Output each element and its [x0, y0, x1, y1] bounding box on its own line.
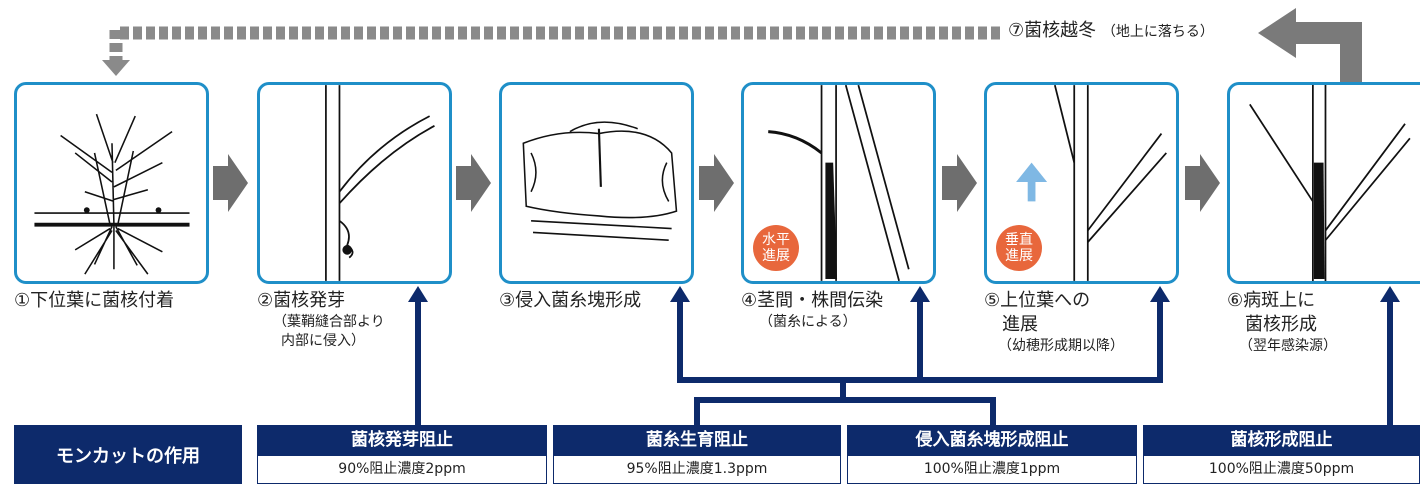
- stage-6-title-2: 菌核形成: [1245, 314, 1317, 335]
- stage-arrows: [213, 154, 1220, 212]
- sclerotia-formation-illustration: [1249, 85, 1411, 281]
- stage-2-sub-1: （葉鞘縫合部より: [273, 314, 385, 330]
- panel-stage-1: [14, 82, 209, 284]
- stage-5-title-1: ⑤上位葉への: [984, 290, 1091, 311]
- panel-stage-4: 水平 進展: [741, 82, 936, 284]
- stage-5-sub: （幼穂形成期以降）: [998, 338, 1124, 354]
- action-box-4: 菌核形成阻止 100%阻止濃度50ppm: [1143, 425, 1420, 484]
- plant-illustration: [34, 113, 190, 275]
- action-2-detail: 95%阻止濃度1.3ppm: [553, 456, 841, 484]
- winter-cycle-label: ⑦菌核越冬 （地上に落ちる）: [1008, 16, 1214, 42]
- winter-cycle-sub: （地上に落ちる）: [1101, 24, 1214, 40]
- stage-label-3: ③侵入菌糸塊形成: [499, 289, 641, 313]
- stage-3-title: ③侵入菌糸塊形成: [499, 290, 642, 311]
- stem-infection-illustration: [768, 85, 910, 281]
- action-1-name: 菌核発芽阻止: [257, 425, 547, 456]
- action-connectors: [415, 300, 1393, 425]
- stage-6-sub: （翌年感染源）: [1239, 338, 1337, 354]
- action-box-2: 菌糸生育阻止 95%阻止濃度1.3ppm: [553, 425, 841, 484]
- vertical-spread-badge: 垂直 進展: [996, 225, 1042, 271]
- horizontal-spread-badge: 水平 進展: [753, 225, 799, 271]
- upper-leaf-spread-illustration: [1016, 85, 1167, 281]
- stage-2-sub-2: 内部に侵入）: [281, 333, 365, 349]
- stage-label-6: ⑥病斑上に 菌核形成 （翌年感染源）: [1227, 289, 1337, 356]
- action-box-3: 侵入菌糸塊形成阻止 100%阻止濃度1ppm: [847, 425, 1137, 484]
- action-3-detail: 100%阻止濃度1ppm: [847, 456, 1137, 484]
- horizontal-badge-line1: 水平: [762, 232, 790, 248]
- action-3-name: 侵入菌糸塊形成阻止: [847, 425, 1137, 456]
- stage-4-title: ④茎間・株間伝染: [741, 290, 884, 311]
- stage-label-2: ②菌核発芽 （葉鞘縫合部より 内部に侵入）: [257, 289, 385, 351]
- stage-label-5: ⑤上位葉への 進展 （幼穂形成期以降）: [984, 289, 1124, 356]
- stage-1-title: ①下位葉に菌核付着: [14, 290, 175, 311]
- vertical-badge-line1: 垂直: [1005, 232, 1033, 248]
- stage-6-title-1: ⑥病斑上に: [1227, 290, 1316, 311]
- action-4-detail: 100%阻止濃度50ppm: [1143, 456, 1420, 484]
- panel-stage-3: [499, 82, 694, 284]
- action-1-detail: 90%阻止濃度2ppm: [257, 456, 547, 484]
- stage-2-title: ②菌核発芽: [257, 290, 346, 311]
- vertical-badge-line2: 進展: [1005, 248, 1033, 264]
- action-arrowheads: [408, 286, 1400, 302]
- moncut-action-title: モンカットの作用: [14, 425, 242, 484]
- action-box-1: 菌核発芽阻止 90%阻止濃度2ppm: [257, 425, 547, 484]
- winter-cycle-arrow: [102, 8, 1362, 82]
- winter-cycle-main: ⑦菌核越冬: [1008, 20, 1097, 41]
- horizontal-badge-line2: 進展: [762, 248, 790, 264]
- panel-stage-5: 垂直 進展: [984, 82, 1179, 284]
- action-2-name: 菌糸生育阻止: [553, 425, 841, 456]
- stage-label-4: ④茎間・株間伝染 （菌糸による）: [741, 289, 883, 332]
- panel-stage-6: [1227, 82, 1420, 284]
- hyphal-mass-illustration: [522, 121, 678, 241]
- stage-5-title-2: 進展: [1002, 314, 1038, 335]
- panel-stage-2: [257, 82, 452, 284]
- stage-label-1: ①下位葉に菌核付着: [14, 289, 174, 313]
- stage-4-sub: （菌糸による）: [759, 314, 857, 330]
- sheath-germination-illustration: [325, 85, 435, 281]
- action-4-name: 菌核形成阻止: [1143, 425, 1420, 456]
